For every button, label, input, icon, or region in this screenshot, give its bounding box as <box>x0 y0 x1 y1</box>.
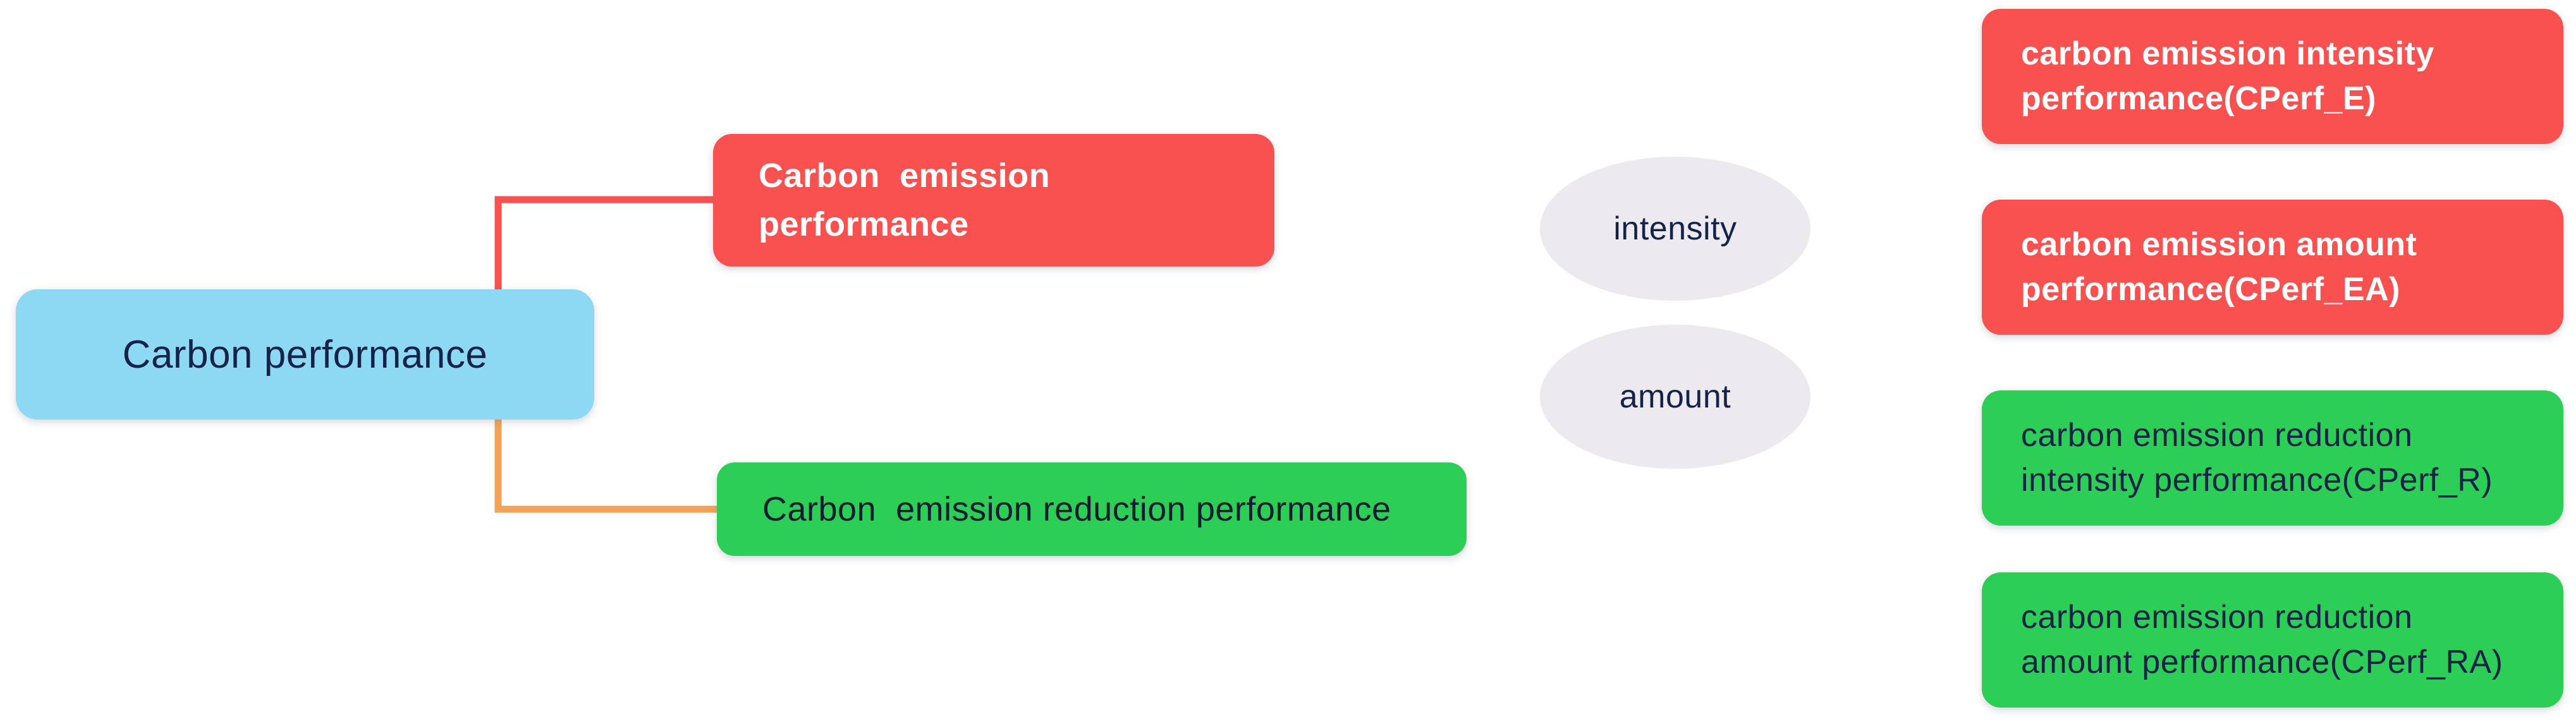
branch-node-carbon-emission-performance: Carbon emission performance <box>713 134 1274 267</box>
connector-root-to-emission <box>494 196 713 290</box>
connector-root-to-reduction <box>494 419 717 513</box>
leaf-node-cperf-e: carbon emission intensity performance(CP… <box>1982 9 2563 144</box>
dimension-ellipse-amount: amount <box>1540 325 1810 469</box>
leaf-node-cperf-ra: carbon emission reduction amount perform… <box>1982 572 2563 708</box>
leaf-node-cperf-ea: carbon emission amount performance(CPerf… <box>1982 200 2563 335</box>
leaf-node-cperf-r: carbon emission reduction intensity perf… <box>1982 390 2563 526</box>
root-node-carbon-performance: Carbon performance <box>16 289 594 419</box>
branch-node-carbon-emission-reduction-performance: Carbon emission reduction performance <box>717 462 1467 556</box>
dimension-ellipse-intensity: intensity <box>1540 157 1810 301</box>
